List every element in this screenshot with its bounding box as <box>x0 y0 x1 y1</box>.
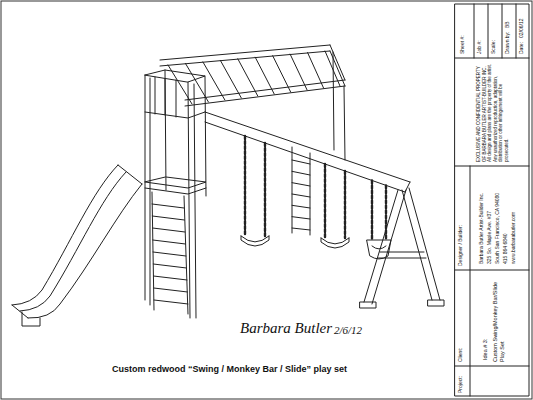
rung <box>154 300 188 304</box>
rung <box>238 59 258 96</box>
signature: Barbara Butler <box>240 320 332 336</box>
field-label: Job #: <box>476 40 482 54</box>
caption: Custom redwood “Swing / Monkey Bar / Sli… <box>112 364 347 374</box>
rung <box>292 228 310 230</box>
field-label: Scale: <box>490 40 496 54</box>
phone-number: 415 864 6840 <box>502 233 508 264</box>
swing-chain <box>324 164 326 238</box>
rung <box>290 54 307 90</box>
rung <box>152 204 184 208</box>
field-label: Project: <box>457 376 463 393</box>
rung <box>152 216 184 220</box>
rung <box>292 160 310 164</box>
tower-ladder <box>152 192 188 314</box>
rung <box>325 51 340 86</box>
rung <box>154 276 188 280</box>
rung <box>255 57 274 94</box>
rung <box>273 56 291 92</box>
field-label: Sheet #: <box>459 35 465 54</box>
signature-date: 2/6/12 <box>334 324 362 336</box>
field-label: Client: <box>457 348 463 362</box>
swing-chain <box>385 185 387 240</box>
monkey-bar-rail <box>160 45 330 66</box>
rung <box>203 62 225 100</box>
swing-chain <box>244 136 246 236</box>
address-line: 325 So. Maple Ave. #37 <box>486 211 492 264</box>
web-address: www.barbarabutler.com <box>510 212 516 264</box>
bucket-swing <box>367 240 391 259</box>
play-set-illustration <box>12 45 444 326</box>
field-label: Designer / Builder: <box>457 225 463 266</box>
idea-number: Idea # 3: <box>482 339 489 360</box>
slide-edge <box>12 165 118 305</box>
copyright-note: EXCLUSIVE AND CONFIDENTIAL PROPERTY OF B… <box>476 62 509 162</box>
swing-beam <box>205 112 410 192</box>
slide-edge <box>28 184 142 318</box>
company-name: Barbara Butler Artist-Builder Inc. <box>478 193 484 264</box>
rung <box>153 264 186 268</box>
rung <box>292 183 310 186</box>
rung <box>153 228 186 232</box>
field-label: Drawn by: <box>504 31 510 54</box>
project-title: Custom Swing/Monkey Bar/Slide Play Set <box>492 272 506 362</box>
field-value: 02/06/12 <box>518 19 524 38</box>
field-label: Date: <box>518 42 524 54</box>
hanging-ladder <box>292 147 310 235</box>
rung <box>153 252 186 256</box>
rung <box>292 171 310 175</box>
rung <box>153 240 186 244</box>
title-block <box>455 4 529 396</box>
rung <box>292 217 310 219</box>
rung <box>220 60 241 98</box>
rung <box>292 205 310 208</box>
swing-chain <box>344 171 346 238</box>
field-value: BB <box>504 21 510 28</box>
swing-chain <box>264 143 266 236</box>
rung <box>154 288 188 292</box>
rung <box>308 53 324 88</box>
rung <box>185 63 208 102</box>
address-line: South San Francisco, CA 94080 <box>494 193 500 264</box>
swing-chain <box>371 180 373 240</box>
rung <box>292 194 310 197</box>
rung <box>168 65 192 104</box>
